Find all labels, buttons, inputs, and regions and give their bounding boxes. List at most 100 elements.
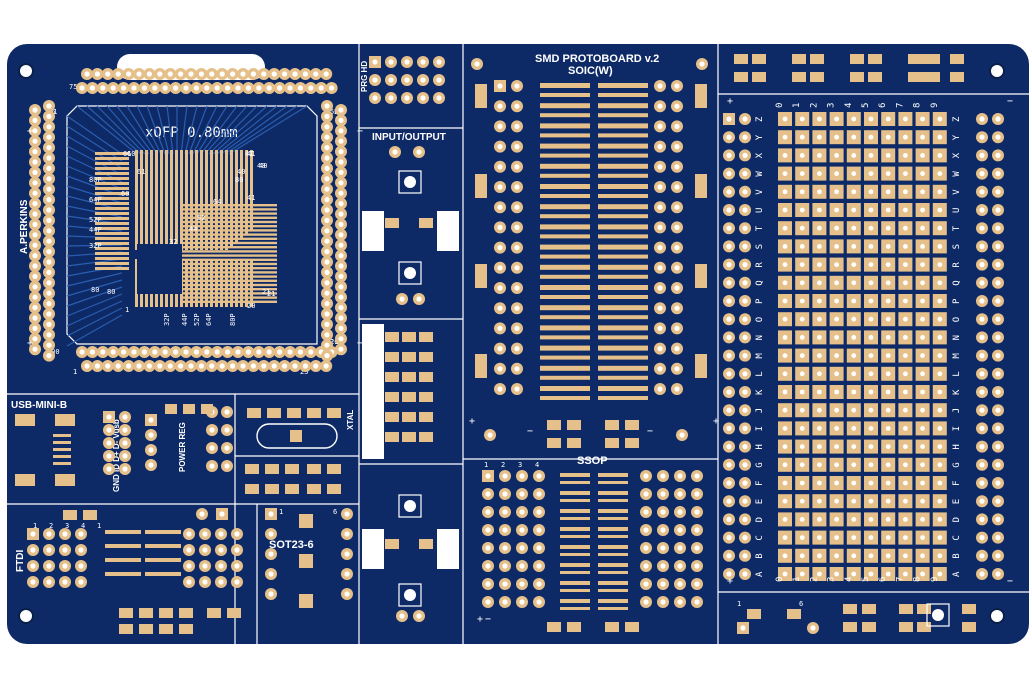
th-hole bbox=[318, 85, 324, 91]
th-hole bbox=[514, 245, 520, 251]
smd-pad bbox=[734, 72, 748, 82]
grid-row-label: N bbox=[755, 335, 765, 340]
qfp-package-label: 32 bbox=[169, 238, 177, 246]
th-hole bbox=[338, 149, 344, 155]
qfp-pad-right bbox=[182, 216, 277, 219]
grid-hole bbox=[851, 244, 857, 249]
smd-pad bbox=[207, 608, 221, 618]
th-hole bbox=[502, 527, 508, 533]
th-hole bbox=[726, 116, 732, 122]
th-hole bbox=[726, 425, 732, 431]
th-hole bbox=[78, 563, 84, 569]
th-hole bbox=[324, 186, 330, 192]
qfp-trace bbox=[66, 165, 123, 190]
th-hole bbox=[995, 407, 1001, 413]
smd-pad bbox=[265, 484, 279, 494]
grid-hole bbox=[799, 480, 805, 486]
grid-row-label: X bbox=[952, 152, 962, 158]
soic-pad bbox=[598, 234, 648, 239]
smd-pad bbox=[327, 408, 341, 418]
th-hole bbox=[32, 284, 38, 290]
qfp-outline bbox=[66, 105, 318, 347]
th-hole bbox=[674, 285, 680, 291]
th-hole bbox=[497, 204, 503, 210]
qfp-center bbox=[137, 244, 182, 294]
grid-hole bbox=[937, 189, 943, 195]
qfp-pad-top bbox=[190, 150, 193, 250]
th-hole bbox=[338, 138, 344, 144]
th-hole bbox=[148, 462, 154, 468]
th-hole bbox=[742, 189, 748, 195]
ftdi-pin-number: 3 bbox=[65, 522, 69, 530]
grid-hole bbox=[903, 407, 908, 413]
grid-hole bbox=[817, 244, 822, 249]
smd-pad bbox=[385, 218, 399, 228]
soic-pad bbox=[598, 264, 648, 270]
grid-hole bbox=[920, 153, 925, 158]
grid-hole bbox=[885, 426, 891, 431]
grid-hole bbox=[920, 535, 925, 540]
qfp-package-label: 80P bbox=[229, 313, 237, 326]
qfp-pad-top bbox=[245, 150, 248, 234]
qfp-pad-right bbox=[182, 233, 277, 236]
th-hole bbox=[392, 149, 398, 155]
grid-hole bbox=[885, 153, 891, 158]
grid-row-label: U bbox=[952, 208, 962, 213]
white-areas bbox=[362, 211, 459, 569]
grid-hole bbox=[782, 262, 788, 267]
th-hole bbox=[324, 301, 330, 307]
smd-pad bbox=[419, 432, 433, 442]
th-hole bbox=[674, 83, 680, 89]
ssop-pad bbox=[560, 563, 590, 567]
grid-hole bbox=[851, 407, 857, 413]
th-hole bbox=[514, 204, 520, 210]
th-hole bbox=[995, 498, 1001, 504]
xqfp-label: xQFP 0.80mm bbox=[145, 125, 238, 141]
th-hole bbox=[198, 363, 204, 369]
grid-hole bbox=[885, 134, 891, 140]
ssop-pad bbox=[560, 499, 590, 502]
qfp-package-label: 61 bbox=[49, 108, 57, 116]
soic-pad bbox=[540, 375, 590, 380]
grid-hole bbox=[868, 462, 874, 468]
grid-hole bbox=[903, 444, 908, 449]
qfp-trace bbox=[212, 105, 268, 155]
ssop-pad bbox=[598, 517, 628, 520]
th-hole bbox=[742, 243, 748, 249]
th-hole bbox=[657, 245, 663, 251]
qfp-pad-top bbox=[175, 150, 178, 250]
th-hole bbox=[218, 579, 224, 585]
th-hole bbox=[519, 527, 525, 533]
th-hole bbox=[46, 290, 52, 296]
th-hole bbox=[230, 71, 236, 77]
grid-hole bbox=[868, 426, 874, 431]
side-pad bbox=[695, 174, 707, 198]
th-hole bbox=[324, 113, 330, 119]
th-hole bbox=[324, 321, 330, 327]
qfp-pad-left bbox=[95, 177, 129, 180]
grid-row-label: X bbox=[755, 152, 765, 158]
grid-hole bbox=[799, 498, 805, 504]
grid-hole bbox=[937, 407, 943, 413]
th-hole bbox=[657, 204, 663, 210]
smd-pad bbox=[962, 604, 976, 614]
grid-row-label: Q bbox=[755, 280, 765, 285]
th-hole bbox=[979, 171, 985, 177]
th-hole bbox=[106, 427, 112, 433]
soic-pad bbox=[540, 214, 590, 219]
th-hole bbox=[62, 531, 68, 537]
th-hole bbox=[643, 473, 649, 479]
th-hole bbox=[136, 363, 142, 369]
th-hole bbox=[536, 581, 542, 587]
qfp-trace bbox=[66, 145, 123, 176]
grid-hole bbox=[937, 134, 943, 140]
grid-hole bbox=[834, 407, 839, 413]
th-hole bbox=[677, 563, 683, 569]
th-hole bbox=[46, 186, 52, 192]
qfp-pad-right bbox=[182, 258, 277, 261]
th-hole bbox=[514, 366, 520, 372]
soic-pad bbox=[540, 143, 590, 149]
grid-hole bbox=[868, 571, 874, 577]
grid-hole bbox=[851, 335, 857, 340]
qfp-pad-top bbox=[150, 150, 153, 250]
